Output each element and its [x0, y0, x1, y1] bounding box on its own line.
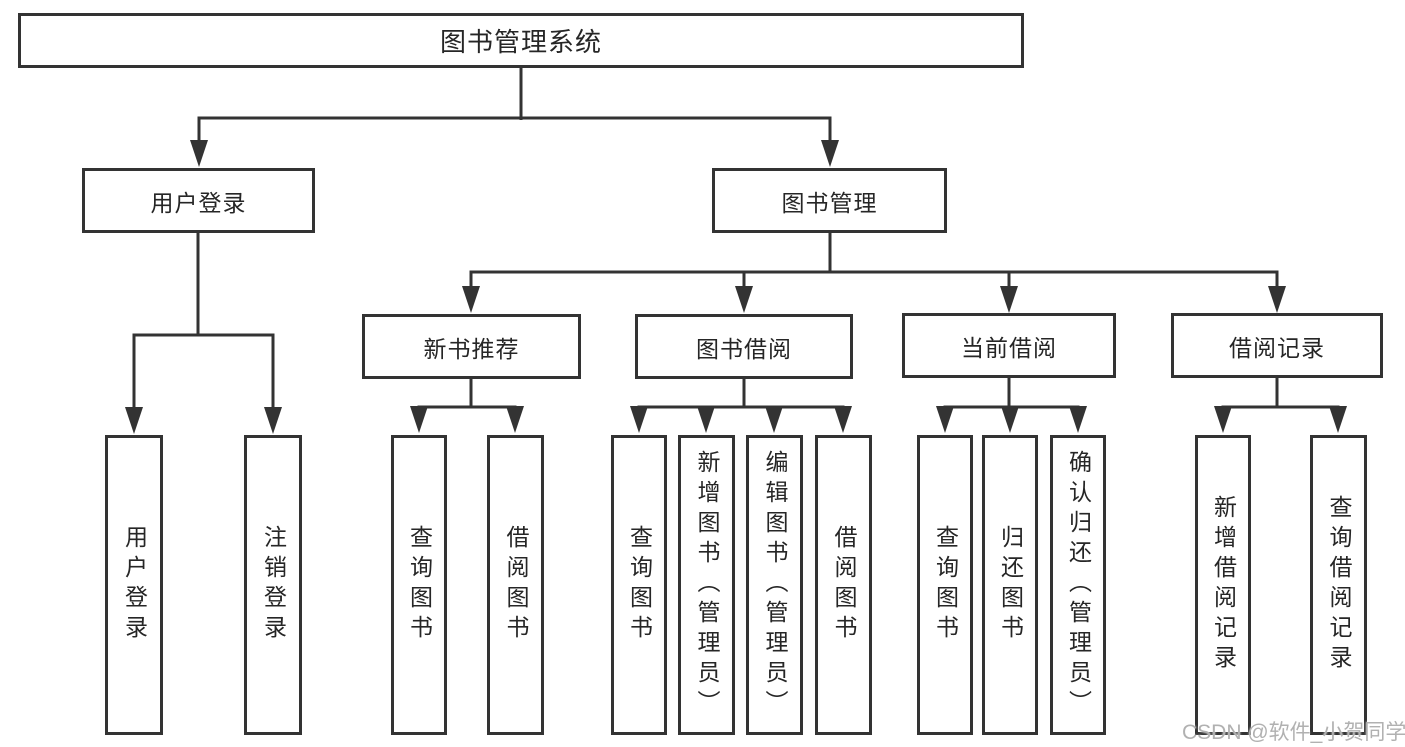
leaf-add-borrow-record: 新增借阅记录 [1195, 435, 1251, 735]
node-label: 借阅记录 [1229, 334, 1325, 361]
arrow-down-icon [1214, 406, 1232, 433]
node-label: 新增借阅记录 [1210, 495, 1237, 675]
node-label: 查询借阅记录 [1326, 495, 1352, 675]
node-user-login: 用户登录 [82, 168, 315, 233]
arrow-down-icon [1000, 286, 1018, 313]
leaf-query-books-current: 查询图书 [917, 435, 973, 735]
leaf-query-books-recommend: 查询图书 [391, 435, 447, 735]
node-root-title: 图书管理系统 [18, 13, 1024, 68]
leaf-edit-book-admin: 编辑图书（管理员） [746, 435, 803, 735]
node-label: 图书管理系统 [439, 27, 602, 57]
arrow-down-icon [1001, 406, 1019, 433]
leaf-add-book-admin: 新增图书（管理员） [678, 435, 735, 735]
node-label: 查询图书 [626, 525, 653, 645]
arrow-down-icon [1069, 406, 1087, 433]
connector-newbook-rail [417, 405, 517, 410]
leaf-confirm-return-admin: 确认归还（管理员） [1050, 435, 1106, 735]
node-label: 编辑图书（管理员） [762, 450, 788, 720]
leaf-query-books-borrow: 查询图书 [611, 435, 667, 735]
arrow-down-icon [264, 407, 282, 434]
node-label: 用户登录 [150, 189, 247, 216]
arrow-down-icon [697, 406, 715, 433]
arrow-down-icon [1329, 406, 1347, 433]
arrow-down-icon [765, 406, 783, 433]
leaf-return-books: 归还图书 [982, 435, 1038, 735]
connector-root-rail [197, 116, 832, 144]
leaf-borrow-books: 借阅图书 [815, 435, 872, 735]
node-borrow-records: 借阅记录 [1171, 313, 1383, 378]
leaf-borrow-books-recommend: 借阅图书 [487, 435, 544, 735]
node-current-borrow: 当前借阅 [902, 313, 1116, 378]
node-label: 当前借阅 [961, 334, 1057, 361]
node-label: 用户登录 [121, 525, 148, 645]
arrow-down-icon [735, 286, 753, 313]
connector-bookmgmt-rail [469, 270, 1279, 290]
node-book-borrow: 图书借阅 [635, 314, 853, 379]
node-label: 新增图书（管理员） [694, 450, 720, 720]
node-label: 查询图书 [932, 525, 959, 645]
node-label: 图书管理 [781, 189, 878, 216]
node-label: 图书借阅 [696, 335, 792, 362]
connector-userlogin-rail [132, 333, 275, 411]
arrow-down-icon [462, 286, 480, 313]
node-label: 借阅图书 [831, 525, 857, 645]
node-new-book-recommend: 新书推荐 [362, 314, 581, 379]
csdn-watermark: CSDN @软件_小贺同学 [1182, 721, 1405, 744]
arrow-down-icon [936, 406, 954, 433]
node-label: 注销登录 [260, 525, 287, 645]
arrow-down-icon [125, 407, 143, 434]
arrow-down-icon [834, 406, 852, 433]
node-label: 新书推荐 [423, 335, 520, 362]
node-label: 查询图书 [406, 525, 433, 645]
connector-borrow-rail [637, 405, 845, 410]
leaf-user-login: 用户登录 [105, 435, 163, 735]
arrow-down-icon [410, 406, 428, 433]
connector-records-rail [1221, 405, 1340, 410]
leaf-query-borrow-record: 查询借阅记录 [1310, 435, 1367, 735]
leaf-logout: 注销登录 [244, 435, 302, 735]
arrow-down-icon [190, 140, 208, 167]
node-label: 归还图书 [997, 525, 1024, 645]
arrow-down-icon [506, 406, 524, 433]
arrow-down-icon [1268, 286, 1286, 313]
node-book-management: 图书管理 [712, 168, 947, 233]
node-label: 借阅图书 [503, 525, 529, 645]
node-label: 确认归还（管理员） [1065, 450, 1092, 720]
connector-current-rail [943, 405, 1080, 410]
arrow-down-icon [630, 406, 648, 433]
arrow-down-icon [821, 140, 839, 167]
